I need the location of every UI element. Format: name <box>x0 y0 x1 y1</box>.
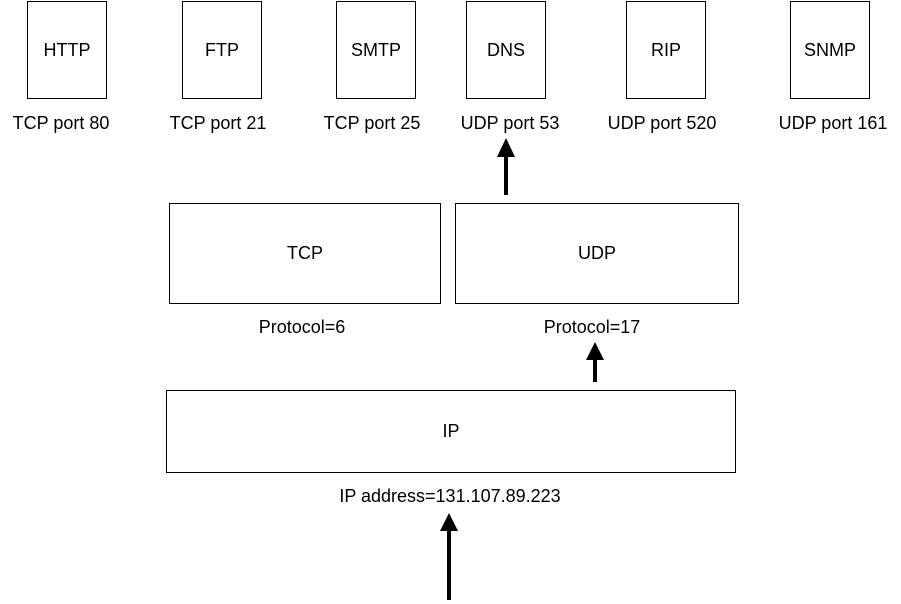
ftp-label: FTP <box>205 39 239 60</box>
smtp-port-label: TCP port 25 <box>323 113 421 133</box>
arrow-to-udp <box>586 342 604 382</box>
ftp-port-label: TCP port 21 <box>169 113 267 133</box>
rip-port-label: UDP port 520 <box>607 113 717 133</box>
ftp-box: FTP <box>182 1 262 99</box>
dns-port-label: UDP port 53 <box>460 113 560 133</box>
ip-box: IP <box>166 390 736 473</box>
udp-protocol-label: Protocol=17 <box>543 317 641 337</box>
rip-label: RIP <box>650 39 681 60</box>
tcp-label: TCP <box>287 243 323 263</box>
udp-label: UDP <box>577 243 616 263</box>
ip-label: IP <box>442 421 460 441</box>
snmp-box: SNMP <box>790 1 870 99</box>
http-port-label: TCP port 80 <box>12 113 110 133</box>
snmp-port-label: UDP port 161 <box>778 113 888 133</box>
http-label: HTTP <box>43 39 91 60</box>
arrow-to-ip <box>440 513 458 600</box>
dns-label: DNS <box>486 39 525 60</box>
smtp-box: SMTP <box>336 1 416 99</box>
dns-box: DNS <box>466 1 546 99</box>
smtp-label: SMTP <box>350 39 401 60</box>
udp-box: UDP <box>455 203 739 304</box>
ip-address-label: IP address=131.107.89.223 <box>339 486 561 506</box>
rip-box: RIP <box>626 1 706 99</box>
tcp-protocol-label: Protocol=6 <box>258 317 346 337</box>
http-box: HTTP <box>27 1 107 99</box>
arrow-to-dns <box>497 138 515 195</box>
tcp-box: TCP <box>169 203 441 304</box>
snmp-label: SNMP <box>803 39 856 60</box>
